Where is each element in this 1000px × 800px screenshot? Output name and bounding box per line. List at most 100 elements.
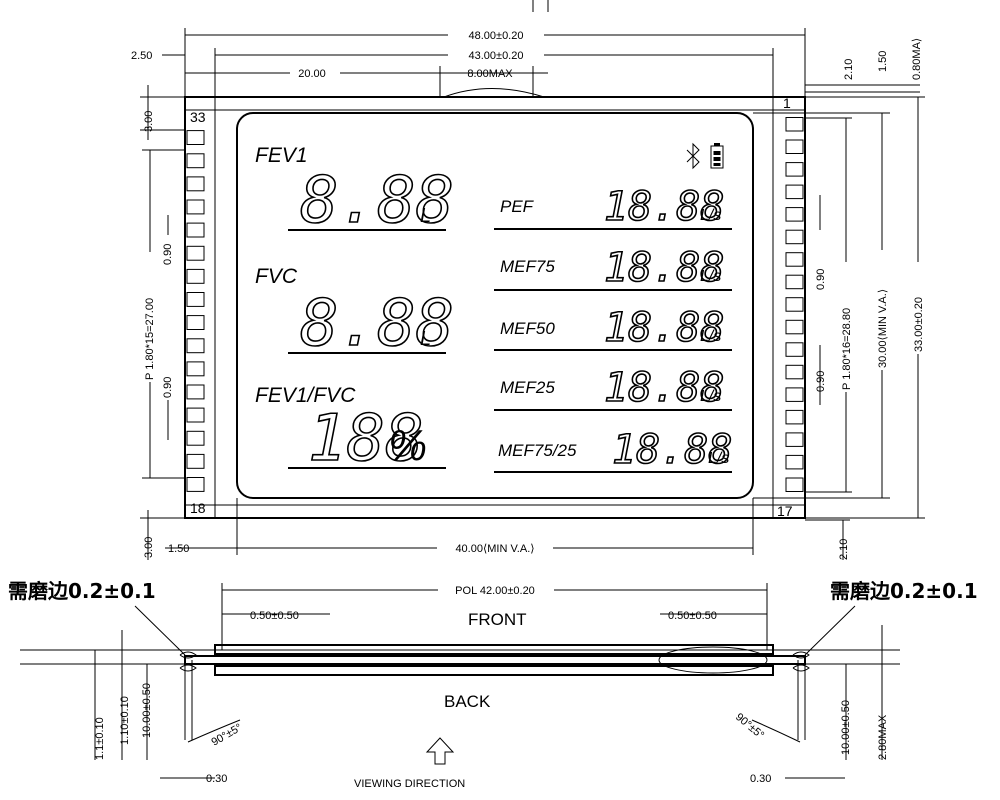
dim-right-pin-b: 0.90 (815, 371, 827, 392)
unit-percent: % (388, 421, 427, 470)
dim-side-a: 1.1±0.10 (94, 717, 106, 760)
label-front: FRONT (468, 610, 527, 629)
connector-pin (186, 407, 205, 423)
connector-pin (186, 153, 205, 169)
digits-mef75-25: 18.88 (612, 427, 732, 473)
digits-ratio: 188 (308, 402, 424, 476)
connector-pin (186, 315, 205, 331)
bottom-dimensions: 40.00⟨MIN V.A.⟩ 2.10 (237, 498, 850, 560)
label-mef50: MEF50 (500, 319, 555, 338)
connector-pin (186, 245, 205, 261)
unit-fev1: L (420, 205, 431, 227)
top-dimensions: 48.00±0.20 43.00±0.20 20.00 8.00MAX 2.50… (131, 0, 923, 98)
dim-tail: 8.00MAX (467, 68, 513, 80)
connector-pin (186, 222, 205, 238)
connector-pin (186, 338, 205, 354)
connector-pin (785, 297, 804, 312)
rear-glass (184, 655, 806, 665)
connector-pin (785, 409, 804, 425)
side-view: POL 42.00±0.20 0.50±0.50 0.50±0.50 FRONT… (20, 583, 900, 790)
label-mef75: MEF75 (500, 257, 555, 276)
connector-pin (785, 432, 804, 447)
connector-pin (186, 477, 205, 492)
connector-pin (186, 430, 205, 446)
label-viewing-direction: VIEWING DIRECTION (354, 778, 465, 790)
digits-mef25: 18.88 (604, 365, 724, 411)
connector-pin (785, 477, 804, 492)
dim-front-right: 0.50±0.50 (668, 610, 717, 622)
connector-pin (186, 384, 205, 400)
connector-pin (186, 361, 205, 377)
connector-pin (785, 139, 804, 154)
unit-fvc: L (420, 328, 431, 350)
dim-bottom-left-b: 1.50 (168, 543, 189, 555)
unit-pef: L/s (700, 207, 721, 224)
note-left: 需磨边0.2±0.1 (8, 579, 156, 603)
digits-fvc: 8.88 (300, 287, 454, 361)
note-right: 需磨边0.2±0.1 (830, 579, 978, 603)
dim-angle-right: 90°±5° (733, 711, 766, 742)
pin-number-33: 33 (190, 109, 206, 125)
connector-pin (186, 130, 205, 146)
dim-side-e: 2.80MAX (877, 714, 889, 760)
viewing-area (236, 112, 754, 499)
connector-pin (785, 387, 804, 402)
dim-right-pitch: P 1.80*16=28.80 (841, 308, 853, 390)
dim-side-c: 10.00±0.50 (141, 683, 153, 738)
label-pef: PEF (500, 197, 535, 216)
connector-pin (186, 268, 205, 284)
connector-pin (186, 292, 205, 307)
dim-left-offset: 20.00 (298, 68, 326, 80)
label-back: BACK (444, 692, 491, 711)
dim-va-width: 40.00⟨MIN V.A.⟩ (455, 543, 534, 555)
dim-bottom-right: 2.10 (838, 539, 850, 560)
digits-mef50: 18.88 (604, 305, 724, 351)
dim-left-margin: 2.50 (131, 50, 152, 62)
digits-pef: 18.88 (604, 184, 724, 230)
connector-pin (785, 184, 804, 200)
dim-left-pin-b: 0.90 (162, 377, 174, 398)
connector-pin (785, 274, 804, 290)
connector-pin (186, 199, 205, 215)
pin-number-18: 18 (190, 500, 206, 516)
dim-left-pin-a: 0.90 (162, 244, 174, 265)
dim-left-pitch: P 1.80*15=27.00 (144, 298, 156, 380)
dim-va-height: 30.00⟨MIN V.A.⟩ (877, 289, 889, 368)
connector-pin (785, 342, 804, 357)
dim-side-d: 10.00±0.50 (840, 700, 852, 755)
dim-top-right-b: 1.50 (877, 51, 889, 72)
connector-pin (785, 207, 804, 222)
unit-mef75: L/s (700, 268, 721, 285)
dim-overall-height: 33.00±0.20 (913, 297, 925, 352)
connector-pin (785, 162, 804, 177)
digits-mef75: 18.88 (604, 245, 724, 291)
seal-ellipse (658, 646, 768, 674)
up-arrow-icon (425, 737, 455, 765)
dim-pin-thick-left: 0.30 (206, 773, 227, 785)
dim-bottom-left-a: 3.00 (143, 537, 155, 558)
connector-pin (785, 364, 804, 380)
dim-right-pin-a: 0.90 (815, 269, 827, 290)
connector-pin (186, 176, 205, 192)
dim-front-left: 0.50±0.50 (250, 610, 299, 622)
dim-overall-width: 48.00±0.20 (469, 30, 524, 42)
unit-mef25: L/s (700, 388, 721, 405)
pin-number-17: 17 (777, 503, 793, 519)
label-fev1: FEV1 (255, 144, 308, 167)
label-mef25: MEF25 (500, 378, 555, 397)
dim-pol: POL 42.00±0.20 (455, 585, 535, 597)
label-mef75-25: MEF75/25 (498, 441, 577, 460)
dim-pitch-width: 43.00±0.20 (469, 50, 524, 62)
label-fev1-fvc: FEV1/FVC (255, 384, 356, 407)
bluetooth-icon (686, 142, 700, 170)
dim-pin-thick-right: 0.30 (750, 773, 771, 785)
connector-pin (186, 453, 205, 469)
connector-pin (785, 454, 804, 470)
right-pin-row (785, 117, 804, 492)
label-fvc: FVC (255, 265, 298, 288)
connector-pin (785, 252, 804, 267)
pin-number-1: 1 (783, 95, 791, 111)
connector-pin (785, 117, 804, 132)
unit-mef75-25: L/s (708, 450, 729, 467)
